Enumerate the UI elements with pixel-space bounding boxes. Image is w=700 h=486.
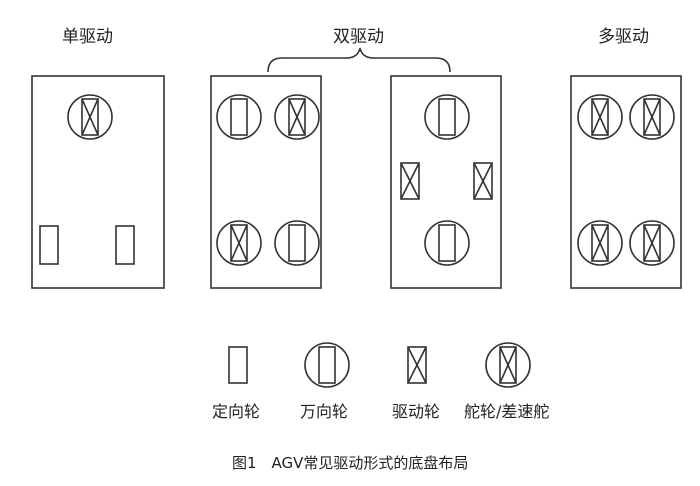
steering-wheel [629,220,675,266]
fixed-wheel [39,225,59,265]
chassis-single-drive [31,75,165,289]
dual-drive-brace [267,47,451,73]
legend-label-steering-wheel: 舵轮/差速舵 [464,402,550,421]
universal-wheel [274,220,320,266]
chassis-dual-drive-a [210,75,322,289]
chassis-dual-drive-b [390,75,502,289]
legend-universal-wheel-icon [304,342,350,388]
legend-fixed-wheel-icon [228,346,248,384]
legend-drive-wheel-icon [407,346,427,384]
steering-wheel [629,94,675,140]
title-dual-drive: 双驱动 [333,27,384,47]
legend-label-drive-wheel: 驱动轮 [392,402,441,421]
universal-wheel [424,94,470,140]
title-single-drive: 单驱动 [62,27,113,47]
legend-label-universal-wheel: 万向轮 [300,402,349,421]
title-multi-drive: 多驱动 [598,27,649,47]
steering-wheel [216,220,262,266]
drive-wheel [400,162,420,200]
fixed-wheel [115,225,135,265]
chassis-multi-drive [570,75,682,289]
universal-wheel [424,220,470,266]
steering-wheel [274,94,320,140]
legend-steering-wheel-icon [485,342,531,388]
steering-wheel [67,94,113,140]
figure-caption: 图1 AGV常见驱动形式的底盘布局 [232,454,469,472]
drive-wheel [473,162,493,200]
steering-wheel [577,220,623,266]
legend-label-fixed-wheel: 定向轮 [212,402,261,421]
steering-wheel [577,94,623,140]
universal-wheel [216,94,262,140]
